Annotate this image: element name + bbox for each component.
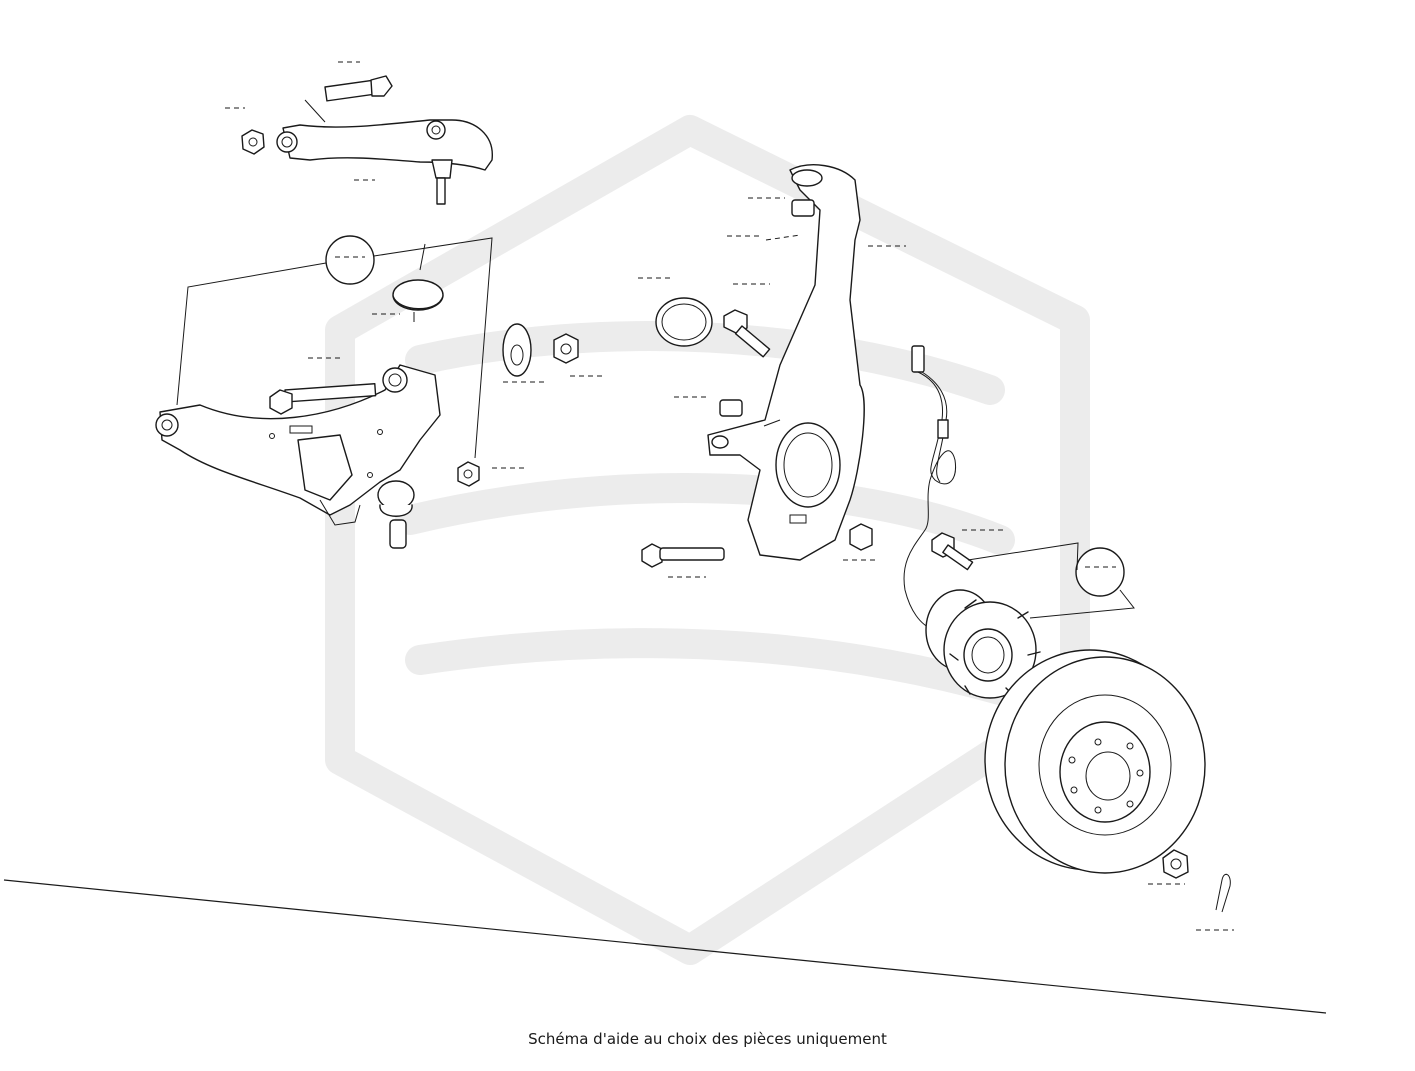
lower-arm-detail-bubble [176, 235, 493, 459]
knuckle-callouts [638, 197, 906, 578]
cotter-pin[interactable] [1215, 873, 1231, 913]
knuckle-bushing[interactable] [719, 199, 815, 417]
hub-detail-bubble [962, 529, 1135, 619]
lower-control-arm[interactable] [155, 364, 441, 526]
lower-ball-joint[interactable] [377, 480, 415, 549]
ground-line [3, 879, 1327, 1014]
lower-arm-nut[interactable] [457, 461, 480, 487]
upper-arm-nut[interactable] [241, 129, 265, 155]
wheel-hub-bearing[interactable] [925, 589, 1041, 699]
hub-callouts [1148, 883, 1234, 931]
knuckle-lower-bolt[interactable] [641, 543, 725, 568]
ball-joint-boot[interactable] [392, 279, 444, 322]
camber-washer[interactable] [502, 323, 532, 377]
upper-control-arm[interactable] [276, 119, 493, 205]
steering-knuckle[interactable] [707, 164, 865, 561]
brake-disc[interactable] [984, 649, 1206, 874]
axle-nut[interactable] [1162, 849, 1189, 879]
flange-nut[interactable] [553, 333, 579, 364]
brand-logo-watermark [325, 115, 1090, 965]
lower-arm-callouts [308, 313, 602, 469]
dust-seal-ring[interactable] [655, 297, 713, 347]
abs-sensor[interactable] [903, 345, 957, 631]
upper-arm-bolt[interactable] [324, 75, 393, 102]
hub-bolt[interactable] [931, 532, 974, 571]
diagram-caption: Schéma d'aide au choix des pièces unique… [528, 1030, 887, 1048]
lower-arm-bolt[interactable] [269, 383, 377, 415]
knuckle-nut[interactable] [849, 523, 873, 551]
knuckle-bolt[interactable] [723, 309, 771, 358]
upper-arm-callouts [225, 61, 375, 181]
